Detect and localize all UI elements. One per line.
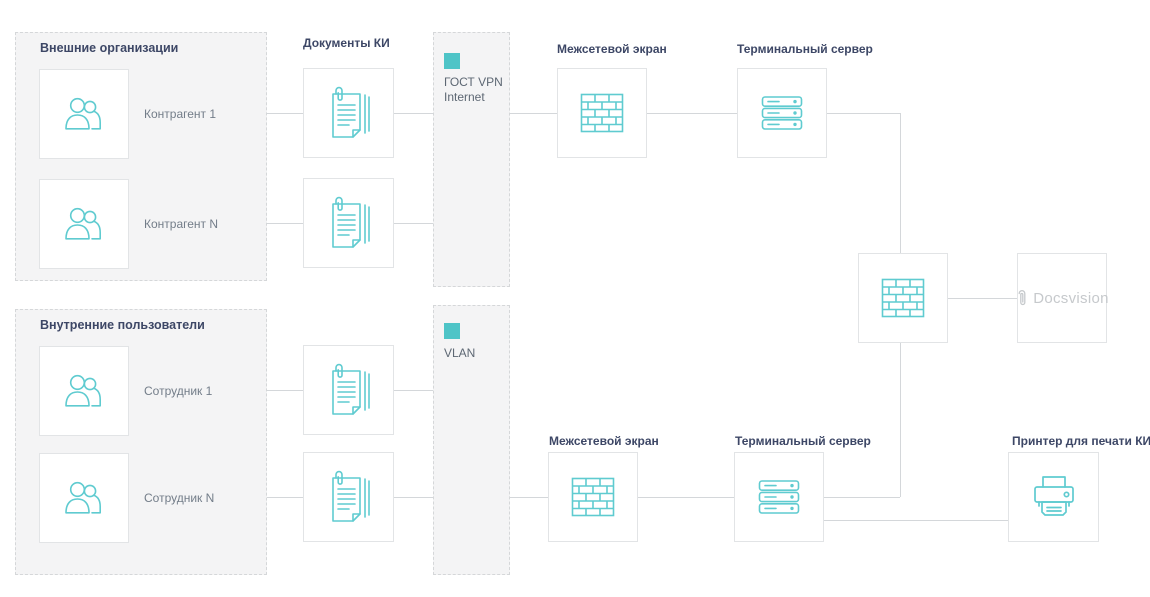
document-stack-icon (323, 85, 375, 141)
connector-line (267, 497, 303, 498)
user-node-label: Сотрудник 1 (144, 384, 213, 398)
connector-line (948, 298, 1017, 299)
zone-label: ГОСТ VPN Internet (444, 75, 503, 104)
connector-line (394, 497, 433, 498)
document-stack-icon (323, 469, 375, 525)
connector-line (267, 223, 303, 224)
printer-node (1008, 452, 1099, 542)
user-node-label: Сотрудник N (144, 491, 215, 505)
connector-line (510, 497, 548, 498)
firewall-top-node (557, 68, 647, 158)
docsvision-label: Docsvision (1033, 289, 1109, 307)
document-stack-icon (323, 362, 375, 418)
connector-line (827, 113, 900, 114)
connector-line (647, 113, 737, 114)
users-icon (60, 94, 108, 134)
user-node-label: Контрагент 1 (144, 107, 217, 121)
terminal-server-top-node (737, 68, 827, 158)
document-node-3 (303, 345, 394, 435)
terminal-server-bottom-node (734, 452, 824, 542)
connector-line (267, 113, 303, 114)
users-icon (60, 478, 108, 518)
document-node-1 (303, 68, 394, 158)
user-node-employee-1 (39, 346, 129, 436)
user-node-contractor-1 (39, 69, 129, 159)
document-stack-icon (323, 195, 375, 251)
user-node-employee-n (39, 453, 129, 543)
firewall-central-node (858, 253, 948, 343)
connector-line (900, 113, 901, 253)
connector-line (824, 520, 1008, 521)
zone-vlan: VLAN (433, 305, 510, 575)
group-title: Внутренние пользователи (40, 318, 205, 332)
documents-section-title: Документы КИ (303, 36, 390, 50)
terminal-server-bottom-label: Терминальный сервер (735, 434, 871, 448)
users-icon (60, 204, 108, 244)
terminal-server-top-label: Терминальный сервер (737, 42, 873, 56)
teal-square-marker (444, 323, 460, 339)
firewall-bottom-label: Межсетевой экран (549, 434, 659, 448)
brick-wall-icon (569, 475, 617, 519)
firewall-top-label: Межсетевой экран (557, 42, 667, 56)
connector-line (267, 390, 303, 391)
user-node-contractor-n (39, 179, 129, 269)
teal-square-marker (444, 53, 460, 69)
zone-label: VLAN (444, 346, 476, 360)
user-node-label: Контрагент N (144, 217, 219, 231)
zone-gost-vpn-internet: ГОСТ VPN Internet (433, 32, 510, 287)
connector-line (394, 223, 433, 224)
connector-line (638, 497, 734, 498)
document-node-2 (303, 178, 394, 268)
connector-line (510, 113, 557, 114)
group-internal-users: Внутренние пользователи Сотрудник 1 Сотр… (15, 309, 267, 575)
printer-label: Принтер для печати КИ (1012, 434, 1150, 448)
docsvision-node: Docsvision (1015, 253, 1109, 343)
group-title: Внешние организации (40, 41, 179, 55)
firewall-bottom-node (548, 452, 638, 542)
server-stack-icon (755, 477, 803, 517)
paperclip-icon (1015, 288, 1029, 308)
printer-icon (1028, 471, 1080, 523)
group-external-organizations: Внешние организации Контрагент 1 Контраг… (15, 32, 267, 281)
connector-line (900, 343, 901, 497)
connector-line (394, 113, 433, 114)
document-node-4 (303, 452, 394, 542)
users-icon (60, 371, 108, 411)
brick-wall-icon (879, 276, 927, 320)
brick-wall-icon (578, 91, 626, 135)
connector-line (824, 497, 900, 498)
server-stack-icon (758, 93, 806, 133)
connector-line (394, 390, 433, 391)
